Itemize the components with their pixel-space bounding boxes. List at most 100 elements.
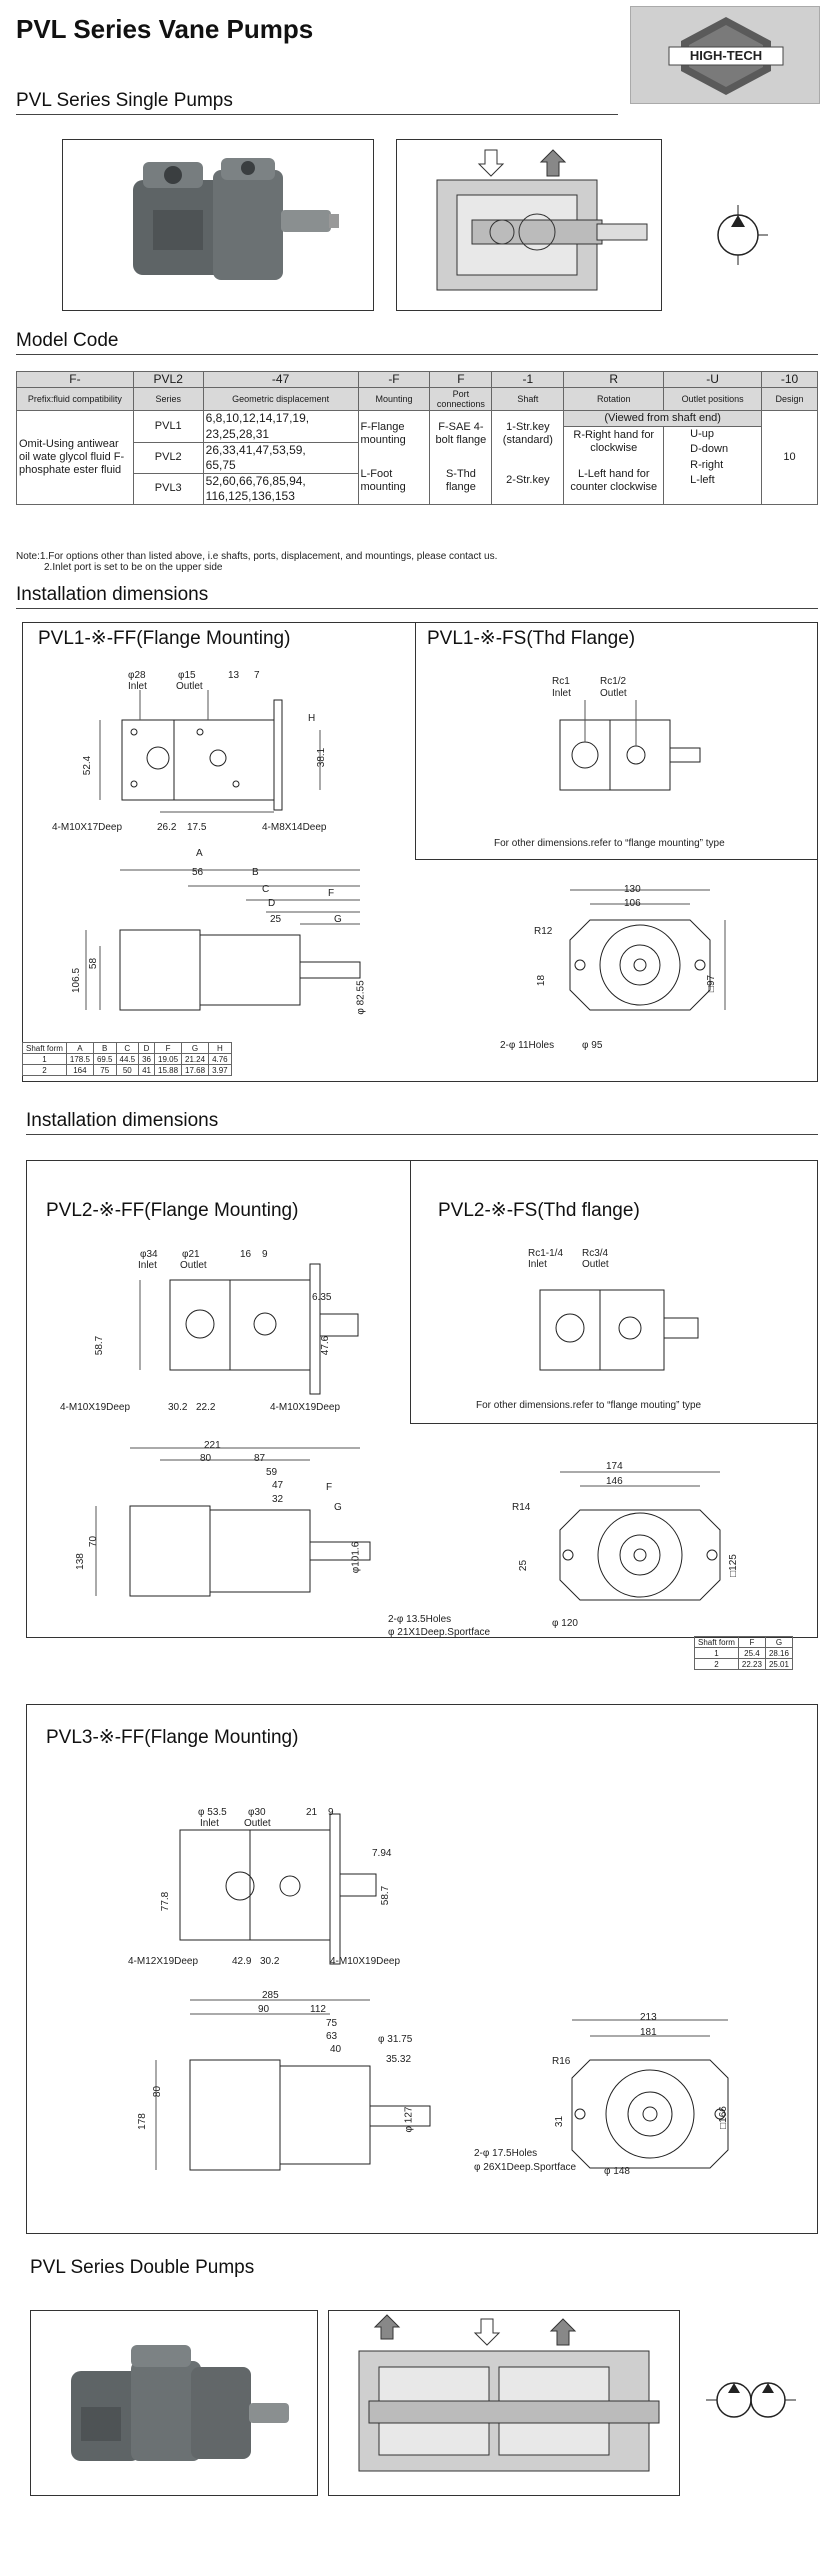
st1-h-f: F [153, 1042, 183, 1054]
pvl3-d63: 63 [326, 2031, 338, 2042]
pvl2-d302: 30.2 [168, 1402, 188, 1413]
code-shaft: -1 [491, 371, 565, 388]
viewed-note: (Viewed from shaft end) [563, 410, 763, 427]
pvl1-r12: R12 [534, 926, 553, 937]
pvl1-dim-25: 25 [270, 914, 282, 925]
pvl2-d47: 47 [272, 1480, 284, 1491]
pvl2-end-view [559, 1471, 721, 1601]
pvl1-d130: 130 [624, 884, 641, 895]
heading-rule [16, 354, 818, 355]
table-cell: 75 [92, 1064, 117, 1076]
code-port: F [429, 371, 493, 388]
pvl2-d87: 87 [254, 1453, 266, 1464]
pvl3-d30: φ30 [248, 1807, 266, 1818]
code-f: F- [16, 371, 134, 388]
heading-rule [16, 608, 818, 609]
table-cell: 69.5 [92, 1053, 117, 1065]
st1-h-d: D [138, 1042, 155, 1054]
st1-h-a: A [65, 1042, 94, 1054]
pvl2-rc34: Rc3/4 [582, 1248, 609, 1259]
pvl1-d106: 106 [624, 898, 641, 909]
heading-rule [26, 1134, 818, 1135]
pvl2-d21: φ21 [182, 1249, 200, 1260]
table-cell: 50 [115, 1064, 140, 1076]
series-pvl2: PVL2 [132, 441, 204, 474]
code-mounting: -F [357, 371, 431, 388]
logo-text: HIGH-TECH [690, 48, 762, 63]
shaft-2: 2-Str.key [491, 457, 565, 505]
pvl3-bolt2: 4-M10X19Deep [330, 1956, 401, 1967]
pvl3-drawing-frame [26, 1704, 818, 2234]
table-cell: 17.68 [181, 1064, 210, 1076]
pvl1-rc1: Rc1 [552, 676, 570, 687]
pvl1-inlet: Inlet [128, 681, 147, 692]
pvl2-ff-title: PVL2-※-FF(Flange Mounting) [46, 1200, 299, 1221]
pvl2-d174: 174 [606, 1461, 623, 1472]
pvl2-g: G [334, 1502, 342, 1513]
pvl1-d1065: 106.5 [71, 967, 83, 994]
pvl1-d15: φ15 [178, 670, 196, 681]
pvl1-dim-b: B [252, 867, 259, 878]
hdr-rotation: Rotation [563, 387, 665, 411]
brand-logo: HIGH-TECH [668, 17, 784, 95]
pvl3-d794: 7.94 [372, 1848, 392, 1859]
table-cell: 178.5 [65, 1053, 94, 1065]
pvl1-d381: 38.1 [316, 747, 328, 768]
table-cell: 21.24 [181, 1053, 210, 1065]
disp-pvl1-b: 23,25,28,31 [202, 426, 359, 443]
table-cell: 15.88 [153, 1064, 183, 1076]
pvl2-bolt1: 4-M10X19Deep [60, 1402, 131, 1413]
disp-pvl3-b: 116,125,136,153 [202, 488, 359, 505]
pvl2-fs-outlet: Outlet [582, 1259, 609, 1270]
st1-h-g: G [181, 1042, 210, 1054]
pvl3-r16: R16 [552, 2056, 571, 2067]
pvl3-front-view [179, 1813, 377, 1965]
pvl1-d18: 18 [536, 974, 548, 987]
pvl1-sq97: □97 [706, 974, 718, 993]
pvl2-d222: 22.2 [196, 1402, 216, 1413]
pvl1-d175: 17.5 [187, 822, 207, 833]
pvl3-sq166: □166 [717, 2106, 729, 2129]
double-pump-cutaway [328, 2310, 680, 2496]
pvl1-front-view [99, 690, 321, 813]
table-cell: 36 [138, 1053, 155, 1065]
pvl1-fs-note: For other dimensions.refer to “flange mo… [494, 838, 725, 849]
pvl3-d213: 213 [640, 2012, 657, 2023]
pvl1-d95: φ 95 [582, 1040, 603, 1051]
pvl2-d1016: φ101.6 [350, 1541, 362, 1574]
pvl1-d262: 26.2 [157, 822, 177, 833]
pvl1-d13: 13 [228, 670, 240, 681]
pvl3-d148: φ 148 [604, 2166, 630, 2177]
mount-foot: L-Foot mounting [357, 457, 431, 505]
pvl3-d75: 75 [326, 2018, 338, 2029]
hdr-displacement: Geometric displacement [202, 387, 359, 411]
table-cell: 4.76 [208, 1053, 232, 1065]
install-heading-1: Installation dimensions [16, 584, 209, 605]
pvl3-d112: 112 [310, 2004, 326, 2015]
pvl1-dim-f: F [328, 888, 335, 899]
hdr-shaft: Shaft [491, 387, 565, 411]
double-pumps-heading: PVL Series Double Pumps [30, 2257, 255, 2278]
table-cell: 2 [694, 1658, 739, 1670]
pvl3-d535: φ 53.5 [198, 1807, 227, 1818]
pvl3-d285: 285 [262, 1990, 279, 2001]
pvl3-d178: 178 [136, 2113, 148, 2130]
pvl2-d120: φ 120 [552, 1618, 578, 1629]
double-pump-symbol-icon [706, 2370, 796, 2430]
pvl1-dim-d: D [268, 898, 276, 909]
disp-pvl2-a: 26,33,41,47,53,59, [202, 441, 359, 458]
install-heading-2: Installation dimensions [26, 1110, 219, 1131]
rot-right: R-Right hand for clockwise [563, 426, 665, 458]
pvl2-f: F [326, 1482, 333, 1493]
pvl2-port: φ 21X1Deep.Sportface [388, 1627, 491, 1638]
pvl1-dim-a: A [196, 848, 203, 859]
hdr-design: Design [761, 387, 818, 411]
pvl2-r14: R14 [512, 1502, 531, 1513]
pvl3-d429: 42.9 [232, 1956, 252, 1967]
pvl1-d7: 7 [254, 670, 260, 681]
pvl3-d21: 21 [306, 1807, 318, 1818]
hdr-prefix: Prefix:fluid compatibility [16, 387, 134, 411]
table-cell: 28.16 [764, 1647, 793, 1659]
pvl2-d34: φ34 [140, 1249, 158, 1260]
st1-h-h: H [208, 1042, 232, 1054]
